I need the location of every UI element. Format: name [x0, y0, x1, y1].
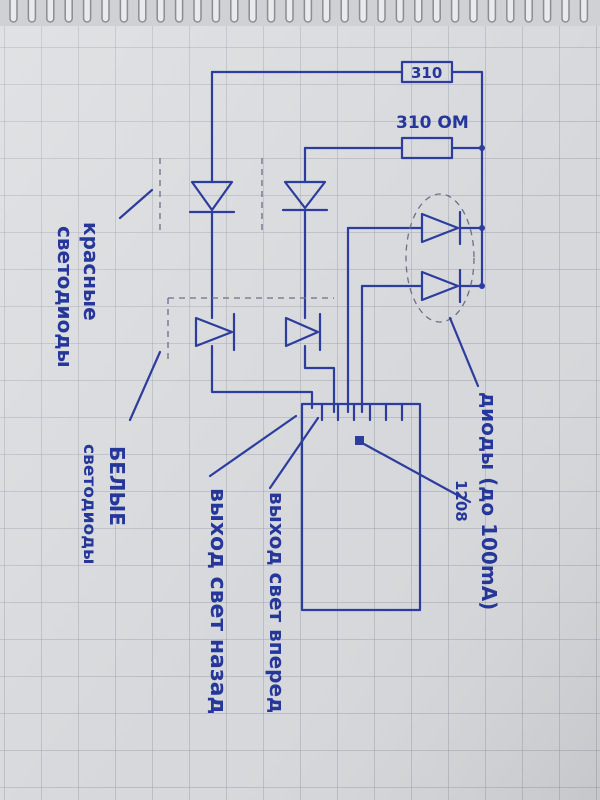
spiral-coil — [101, 0, 110, 23]
resistor-mid — [400, 136, 454, 160]
red-led-2 — [281, 168, 329, 212]
spiral-coil — [46, 0, 55, 23]
spiral-coil — [432, 0, 441, 23]
spiral-binding — [0, 0, 600, 26]
junction-dot — [479, 225, 485, 231]
spiral-coil — [138, 0, 147, 23]
spiral-coil — [285, 0, 294, 23]
svg-text:светодиоды: светодиоды — [79, 444, 99, 564]
pointer-diodes-note — [362, 442, 472, 504]
label-output-front: выход свет вперед — [265, 492, 289, 713]
svg-text:светодиоды: светодиоды — [53, 226, 77, 368]
spiral-coil — [156, 0, 165, 23]
spiral-coil — [506, 0, 515, 23]
label-output-rear: выход свет назад — [205, 488, 230, 714]
spiral-coil — [266, 0, 276, 23]
spiral-coil — [27, 0, 37, 23]
spiral-coil — [487, 0, 497, 23]
spiral-coil — [579, 0, 589, 23]
spiral-coil — [469, 0, 478, 23]
resistor-mid-label: 310 ОМ — [396, 113, 469, 133]
white-led-1 — [194, 308, 236, 354]
chip-marker — [355, 436, 364, 445]
svg-text:выход свет назад: выход свет назад — [205, 488, 230, 714]
spiral-coil — [193, 0, 202, 23]
junction-dot — [479, 145, 485, 151]
spiral-coil — [395, 0, 405, 23]
spiral-coil — [450, 0, 460, 23]
label-red-leds: красные светодиоды — [53, 222, 103, 368]
spiral-coil — [64, 0, 73, 23]
label-white-leds: БЕЛЫЕ светодиоды — [79, 444, 129, 564]
spiral-coil — [119, 0, 129, 23]
spiral-coil — [524, 0, 533, 23]
spiral-coil — [82, 0, 92, 23]
svg-text:выход свет вперед: выход свет вперед — [265, 492, 289, 713]
svg-text:1208: 1208 — [452, 480, 470, 522]
resistor-top-label: 310 — [411, 64, 442, 82]
leader-lines — [118, 188, 480, 490]
spiral-coil — [542, 0, 552, 23]
label-diodes: диоды (до 100mA) 1208 — [452, 392, 501, 610]
spiral-coil — [561, 0, 570, 23]
spiral-coil — [174, 0, 184, 23]
diode-group-outline — [405, 193, 475, 323]
resistor-top — [400, 60, 454, 84]
spiral-coil — [358, 0, 368, 23]
spiral-coil — [340, 0, 349, 23]
circuit-wires — [210, 70, 484, 612]
spiral-coil — [211, 0, 221, 23]
spiral-coil — [414, 0, 423, 23]
white-led-2 — [284, 310, 322, 352]
spiral-coil — [322, 0, 331, 23]
junction-dot — [479, 283, 485, 289]
red-led-1 — [188, 166, 236, 214]
spiral-coil — [303, 0, 313, 23]
svg-text:красные: красные — [79, 222, 103, 321]
white-led-bracket — [167, 297, 334, 362]
diode-1 — [416, 210, 472, 246]
svg-text:БЕЛЫЕ: БЕЛЫЕ — [105, 446, 129, 526]
svg-text:диоды (до 100mA): диоды (до 100mA) — [477, 392, 501, 610]
spiral-coil — [248, 0, 257, 23]
diode-2 — [416, 268, 472, 304]
spiral-coil — [377, 0, 386, 23]
spiral-coil — [9, 0, 18, 23]
spiral-coil — [230, 0, 239, 23]
